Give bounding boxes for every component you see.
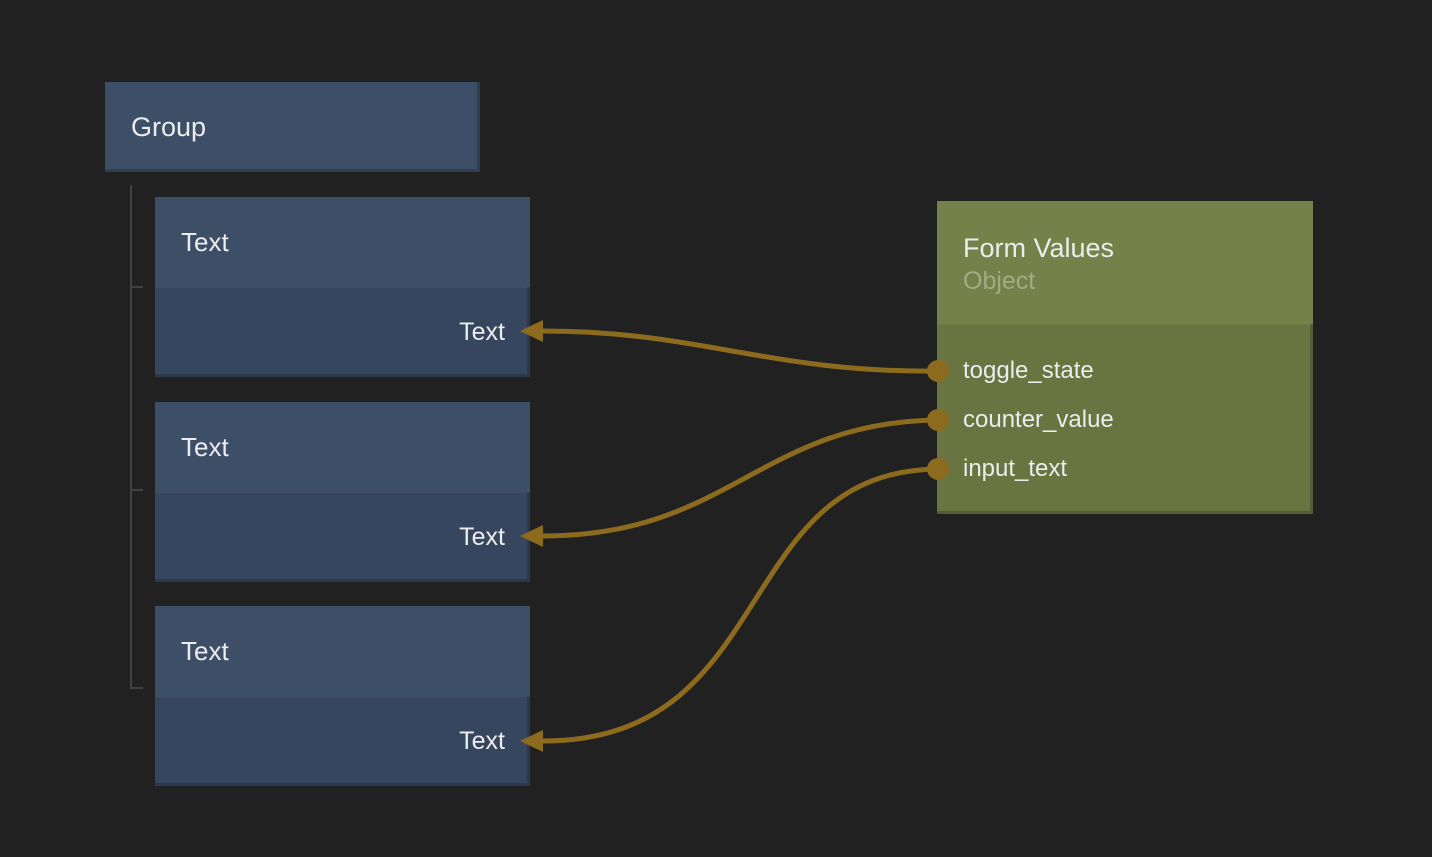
text-node-3[interactable]: Text Text bbox=[155, 606, 530, 786]
wire-counter-value[interactable] bbox=[542, 417, 939, 539]
text-node-2[interactable]: Text Text bbox=[155, 402, 530, 582]
text-node-input-row: Text bbox=[155, 492, 530, 582]
form-values-node[interactable]: Form Values Object toggle_state counter_… bbox=[937, 201, 1313, 514]
text-node-1[interactable]: Text Text bbox=[155, 197, 530, 377]
form-values-subtitle: Object bbox=[963, 267, 1036, 295]
text-node-title: Text bbox=[155, 606, 530, 696]
wire-input-text[interactable] bbox=[542, 466, 939, 744]
text-node-input-label: Text bbox=[459, 523, 505, 551]
wire-toggle-state[interactable] bbox=[542, 328, 939, 374]
form-values-header: Form Values Object bbox=[937, 201, 1313, 324]
form-field-input-text: input_text bbox=[963, 455, 1068, 482]
text-node-input-label: Text bbox=[459, 318, 505, 346]
form-values-body: toggle_state counter_value input_text bbox=[937, 324, 1313, 493]
form-field-counter-value: counter_value bbox=[963, 406, 1114, 433]
text-node-input-row: Text bbox=[155, 287, 530, 377]
text-node-input-label: Text bbox=[459, 727, 505, 755]
text-node-title: Text bbox=[155, 402, 530, 492]
group-node[interactable]: Group bbox=[105, 82, 480, 172]
group-bracket-line bbox=[130, 185, 143, 689]
text-node-input-row: Text bbox=[155, 696, 530, 786]
group-node-title: Group bbox=[131, 111, 207, 142]
form-field-toggle-state: toggle_state bbox=[963, 357, 1094, 384]
text-node-title: Text bbox=[155, 197, 530, 287]
form-values-title: Form Values bbox=[963, 233, 1115, 263]
